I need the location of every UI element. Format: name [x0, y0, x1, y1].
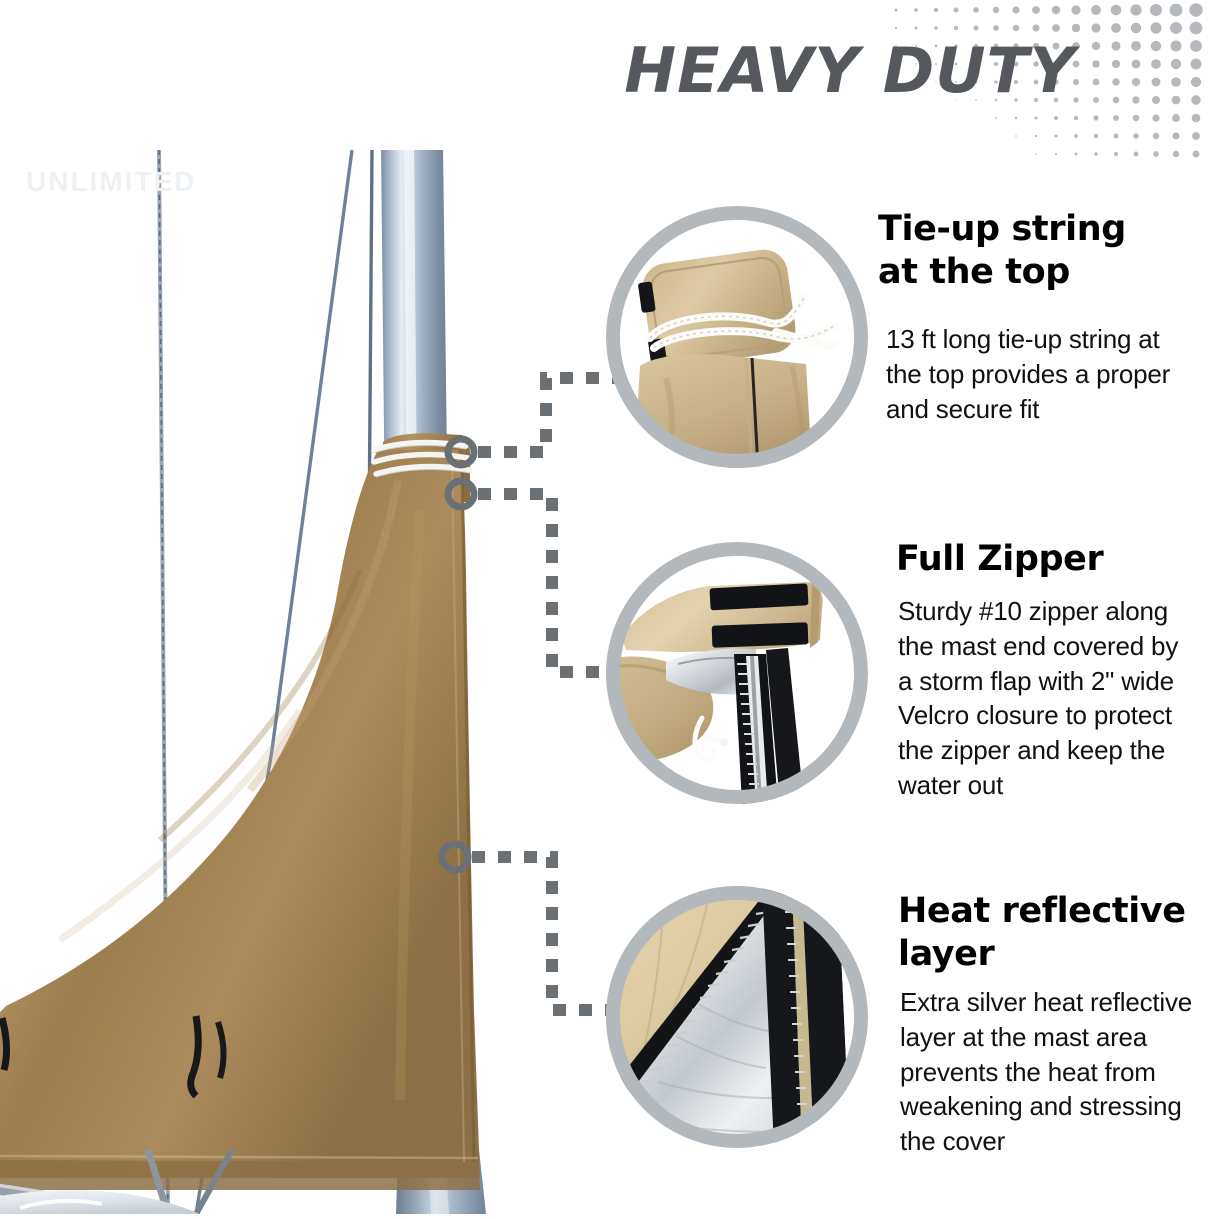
page-title: HEAVY DUTY — [624, 34, 1076, 107]
feature-title-full-zipper: Full Zipper — [896, 538, 1214, 581]
feature-title-line1: Heat reflective — [898, 891, 1186, 931]
feature-title-tie-up-string: Tie-up string at the top — [878, 208, 1208, 293]
halftone-dot-pattern — [894, 3, 1203, 158]
feature-body-heat-reflective-layer: Extra silver heat reflective layer at th… — [900, 987, 1193, 1157]
hero-product-photo: UNLIMITED — [0, 145, 560, 1219]
feature-title-line1: Full Zipper — [896, 539, 1104, 579]
feature-title-line1: Tie-up string — [878, 209, 1126, 249]
feature-title-line2: at the top — [878, 251, 1070, 292]
callout-circle-full-zipper — [606, 542, 868, 804]
feature-body-full-zipper: Sturdy #10 zipper along the mast end cov… — [898, 596, 1179, 801]
feature-body-tie-up-string: 13 ft long tie-up string at the top prov… — [886, 324, 1171, 424]
feature-title-line2: layer — [898, 933, 995, 974]
watermark-text: UNLIMITED — [26, 166, 197, 197]
callout-circle-tie-up-string — [606, 206, 868, 468]
callout-circle-heat-reflective-layer — [606, 886, 868, 1148]
feature-title-heat-reflective-layer: Heat reflective layer — [898, 890, 1214, 975]
